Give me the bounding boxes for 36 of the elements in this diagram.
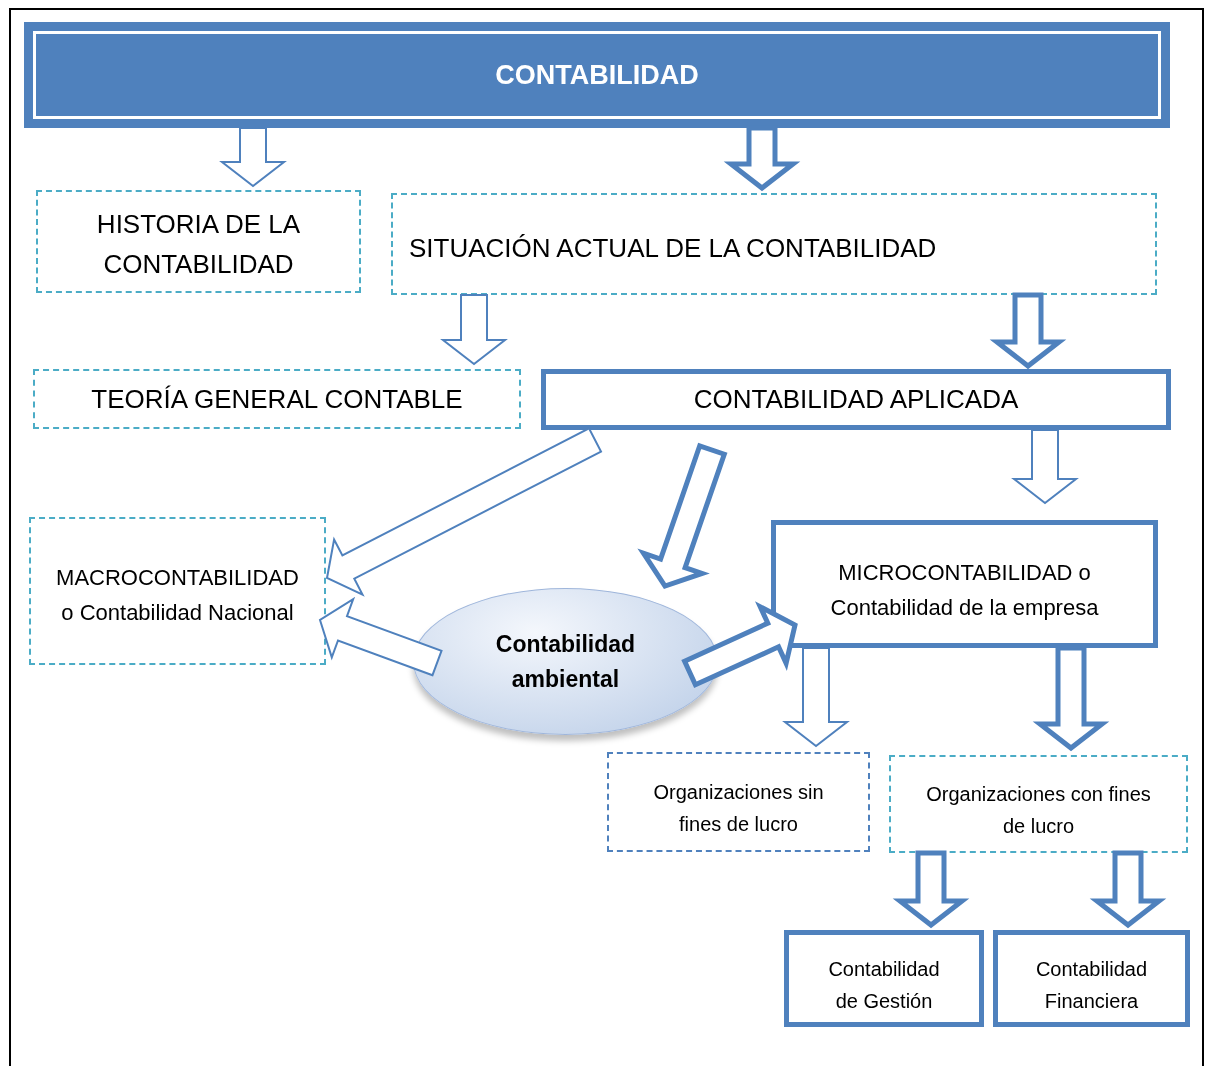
topic-box: [607, 752, 870, 852]
block-arrow: [782, 647, 850, 748]
node-text: TEORÍA GENERAL CONTABLE: [90, 382, 464, 416]
topic-box: [771, 520, 1158, 648]
block-arrow: [723, 125, 801, 192]
block-arrow: [989, 292, 1067, 370]
node-text: HISTORIA DE LA CONTABILIDAD: [95, 207, 302, 281]
topic-box: [889, 755, 1188, 853]
node-text: SITUACIÓN ACTUAL DE LA CONTABILIDAD: [409, 231, 937, 265]
node-text: Contabilidad Financiera: [1034, 956, 1149, 1014]
node-text: Contabilidad de Gestión: [827, 956, 941, 1014]
node-text: MICROCONTABILIDAD o Contabilidad de la empresa: [829, 559, 1100, 622]
topic-box: [391, 193, 1157, 295]
topic-box: [784, 930, 984, 1027]
node-text: Organizaciones sin fines de lucro: [652, 780, 825, 837]
block-arrow: [1089, 850, 1167, 929]
node-text: MACROCONTABILIDAD o Contabilidad Nacional: [55, 564, 300, 627]
node-text: CONTABILIDAD APLICADA: [692, 383, 1020, 416]
block-arrow: [1011, 429, 1079, 505]
block-arrow: [681, 601, 798, 689]
node-text: Organizaciones con fines de lucro: [925, 782, 1152, 839]
block-arrow: [892, 850, 970, 929]
node-text: CONTABILIDAD: [494, 58, 700, 92]
topic-box: [541, 369, 1171, 430]
node-text: Contabilidad ambiental: [494, 629, 637, 694]
block-arrow: [1032, 645, 1110, 752]
topic-box: [36, 190, 361, 293]
block-arrow: [318, 596, 443, 677]
block-arrow: [637, 442, 728, 589]
title-box: [24, 22, 1170, 128]
block-arrow: [219, 127, 287, 188]
block-arrow: [325, 427, 603, 597]
block-arrow: [440, 294, 508, 366]
topic-box: [993, 930, 1190, 1027]
topic-box: [33, 369, 521, 429]
topic-box: [29, 517, 326, 665]
